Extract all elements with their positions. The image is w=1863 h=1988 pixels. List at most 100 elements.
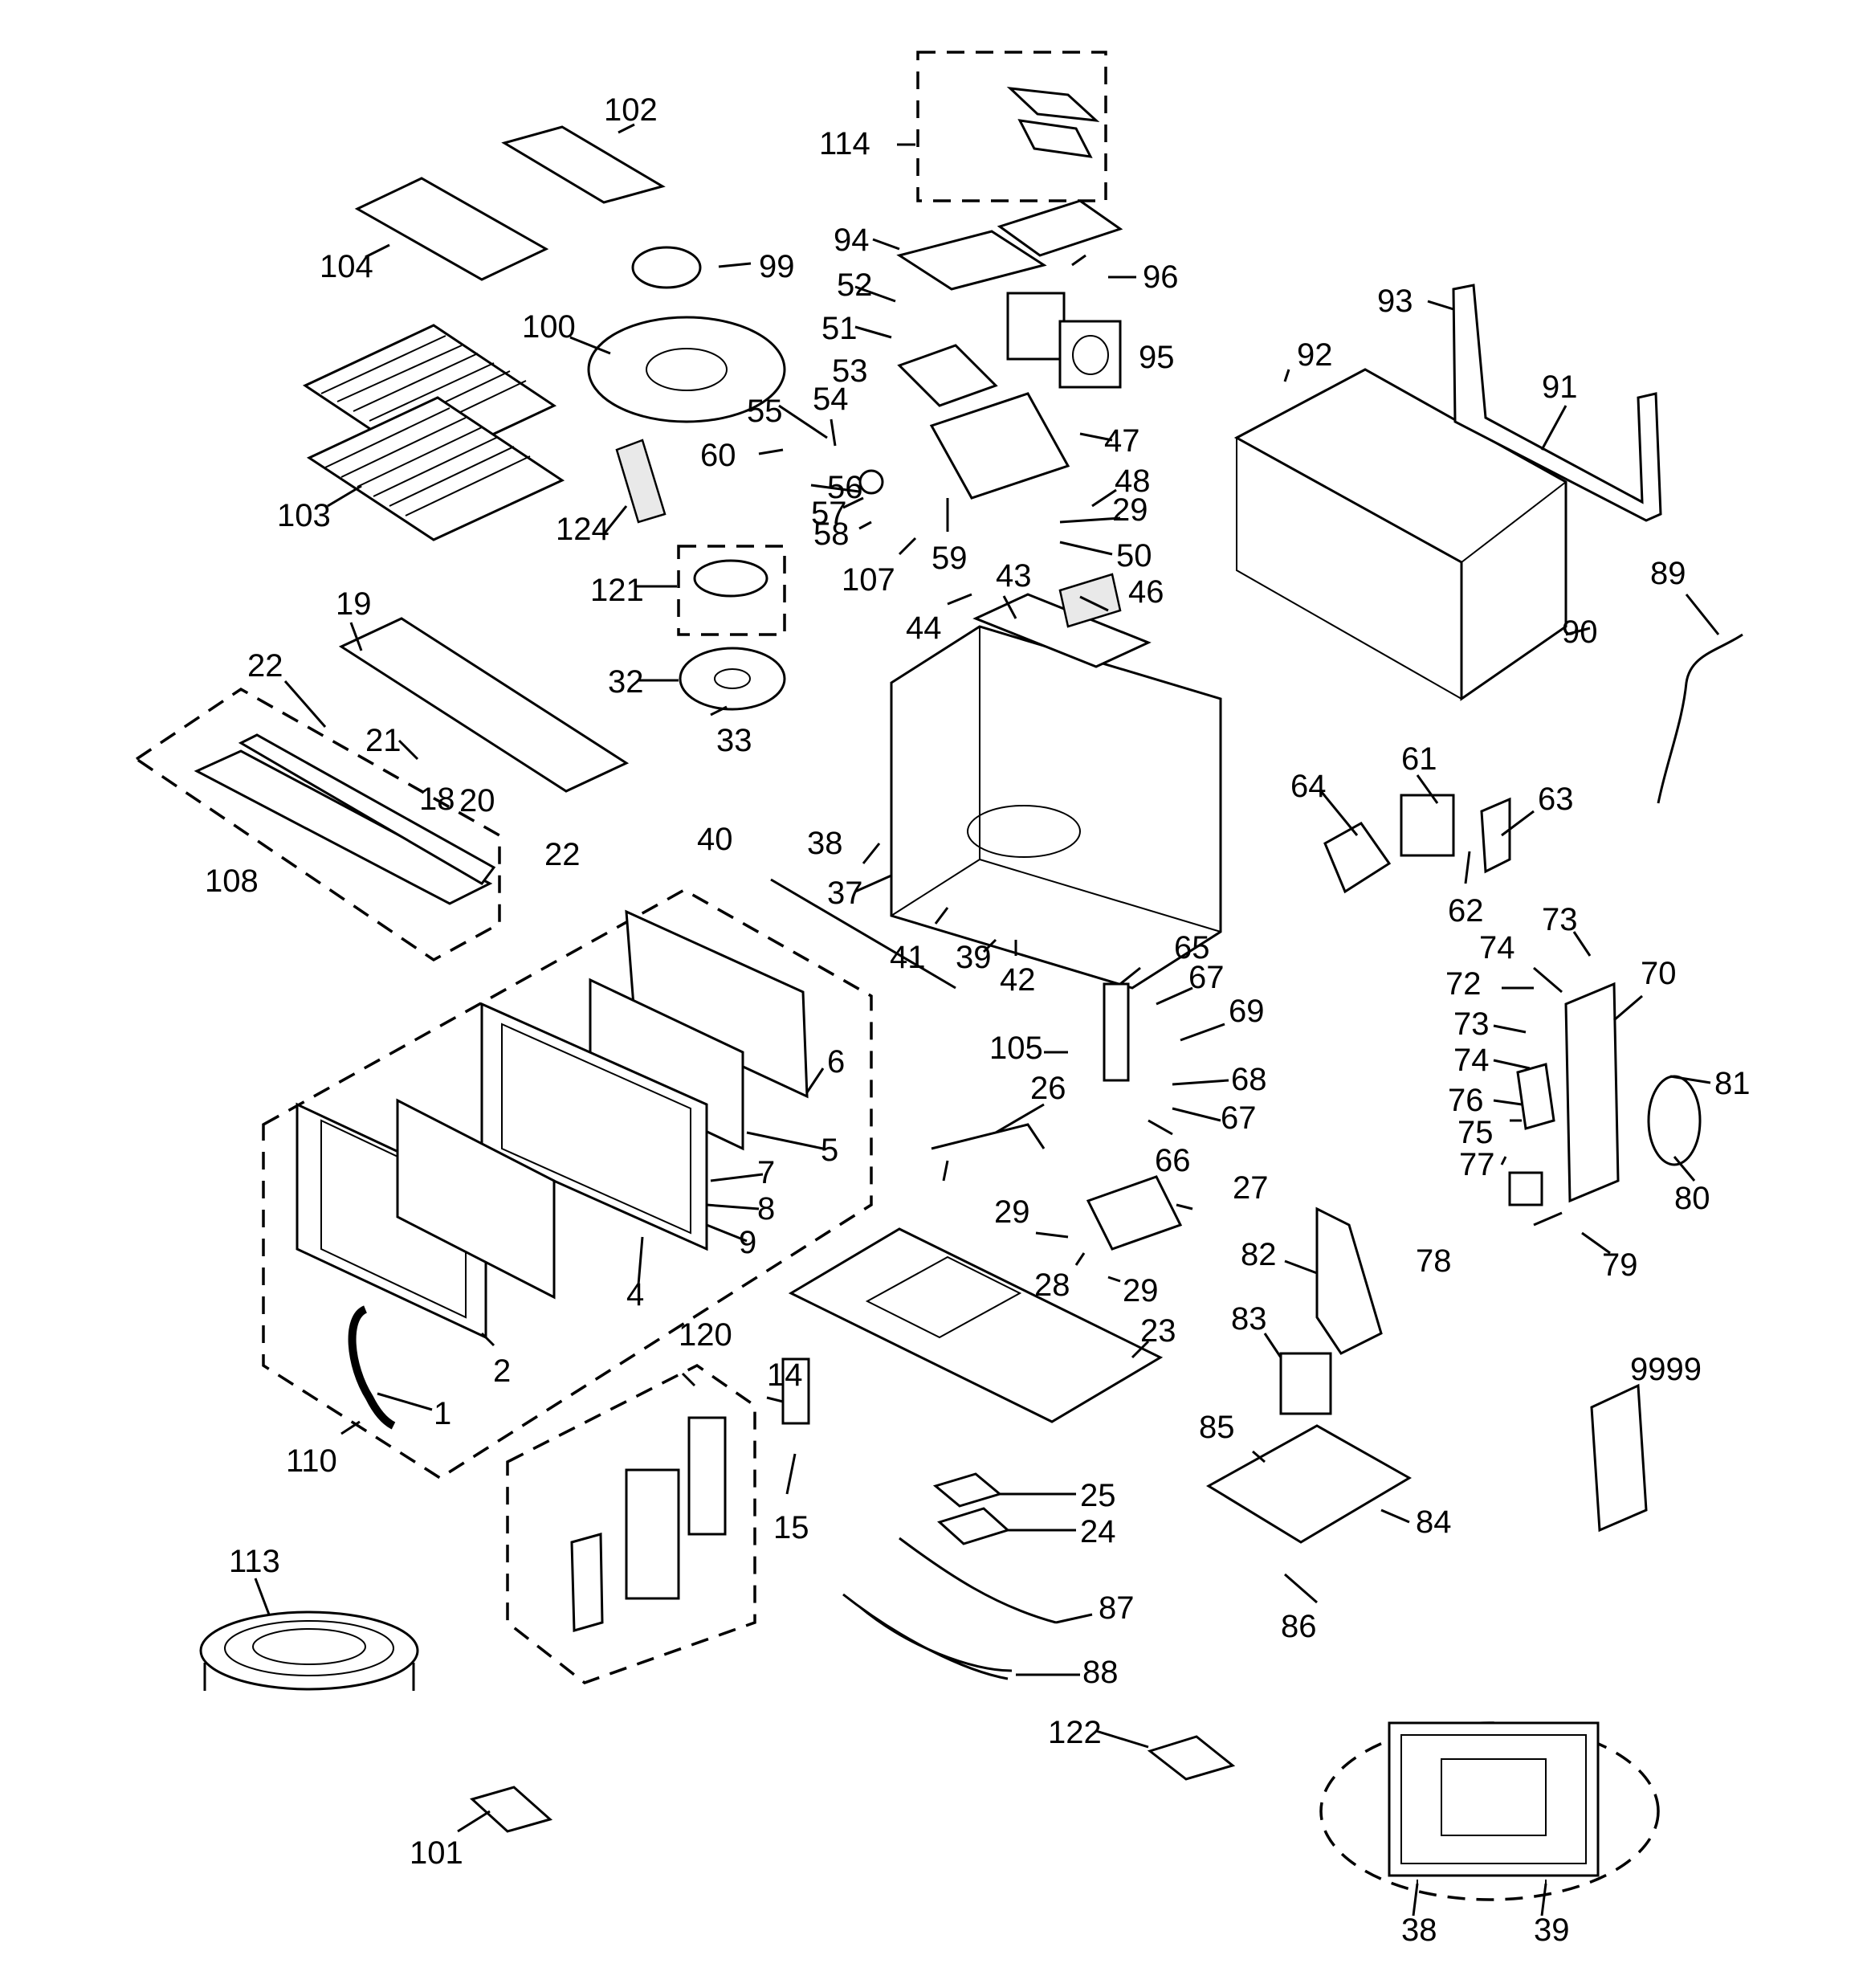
callout: 5 [821,1133,838,1168]
part-upper-electrical-assembly [858,199,1123,500]
callout: 58 [813,516,850,552]
callout: 63 [1538,782,1574,817]
callout: 21 [365,723,402,758]
part-40-rod [770,878,956,990]
callout: 69 [1229,994,1265,1029]
part-104-filter [354,177,549,281]
callout: 65 [1174,930,1210,965]
part-main-oven-cavity [890,573,1222,990]
callout: 52 [837,267,873,303]
callout: 61 [1401,741,1437,777]
part-24-lamp-lens [937,1507,1010,1545]
part-1-door-handle [348,1305,396,1430]
callout: 38 [807,826,843,861]
callout: 60 [700,438,736,473]
part-23-bottom-plate [788,1227,1164,1423]
callout: 79 [1602,1247,1638,1283]
callout: 74 [1479,930,1515,965]
callout: 53 [832,353,868,389]
callout: 1 [434,1396,451,1431]
callout: 114 [819,126,870,161]
callout: 33 [716,723,752,758]
callout: 105 [989,1031,1043,1066]
callout: 73 [1542,902,1578,937]
callout: 62 [1448,893,1484,929]
part-89-power-cord [1657,633,1743,804]
callout: 23 [1140,1313,1176,1349]
part-102-filter [501,125,666,204]
callout: 57 [811,496,847,531]
part-121-coupler [693,559,768,598]
callout: 73 [1453,1006,1490,1042]
part-113-round-rack [199,1610,419,1691]
callout: 50 [1116,538,1152,574]
part-25-lamp-cover [932,1472,1003,1508]
callout: 113 [229,1544,280,1579]
part-82-cover [1315,1206,1383,1355]
part-114-vent-damper [1006,87,1100,158]
part-32-roller-guide [679,647,786,711]
callout: 66 [1155,1143,1191,1178]
callout: 95 [1139,340,1175,375]
callout: 26 [1030,1071,1066,1106]
callout: 80 [1674,1181,1710,1216]
callout: 84 [1416,1504,1452,1540]
callout: 39 [956,940,992,975]
part-26-bracket [931,1123,1046,1182]
callout: 96 [1143,259,1179,295]
callout: 28 [1034,1268,1070,1303]
callout: 22 [247,648,283,684]
callout: 51 [821,311,858,346]
group-114-box [916,51,1107,202]
callout: 15 [773,1510,809,1545]
callout: 92 [1297,337,1333,373]
callout: 107 [842,562,895,598]
group-121-box [677,545,786,636]
callout: 83 [1231,1301,1267,1337]
callout: 86 [1281,1609,1317,1644]
part-64-duct [1323,822,1392,894]
callout: 122 [1048,1715,1102,1750]
callout: 85 [1199,1410,1235,1445]
callout: 99 [759,249,795,284]
callout: 22 [544,837,581,872]
callout: 110 [286,1443,337,1479]
callout: 67 [1188,960,1225,995]
part-99-roller-ring [631,246,702,289]
part-122-manual [1147,1735,1236,1781]
part-93-mounting-plate [1452,284,1662,522]
callout: 76 [1448,1083,1484,1118]
callout: 20 [459,783,495,818]
callout: 48 [1115,463,1151,499]
part-bottom-view [1388,1721,1600,1884]
leader-lines [254,123,1720,1917]
callout: 38 [1401,1912,1437,1948]
callout: 6 [827,1044,845,1080]
part-keypad [625,1468,680,1600]
part-100-turntable-tray [587,316,786,423]
callout: 81 [1714,1066,1751,1101]
callout: 25 [1080,1478,1116,1513]
callout: 47 [1104,423,1140,459]
group-108-box [133,687,501,962]
group-120-box [506,1363,756,1684]
callout: 32 [608,664,644,700]
callout: 91 [1542,369,1578,405]
callout: 59 [932,541,968,576]
callout: 27 [1233,1170,1269,1206]
callout: 101 [410,1835,463,1871]
callout: 67 [1221,1100,1257,1136]
part-drawings [194,87,1743,1884]
callout: 8 [757,1191,775,1227]
callout: 108 [205,863,259,899]
callout: 64 [1290,769,1327,804]
part-124-grille [615,439,667,524]
callout: 39 [1534,1912,1570,1948]
part-90-outer-case [1233,368,1567,701]
part-touch-panel [570,1533,604,1632]
part-9999-document [1590,1383,1648,1533]
callout: 9999 [1630,1352,1702,1387]
callout: 55 [747,394,783,429]
callout: 56 [827,470,863,505]
